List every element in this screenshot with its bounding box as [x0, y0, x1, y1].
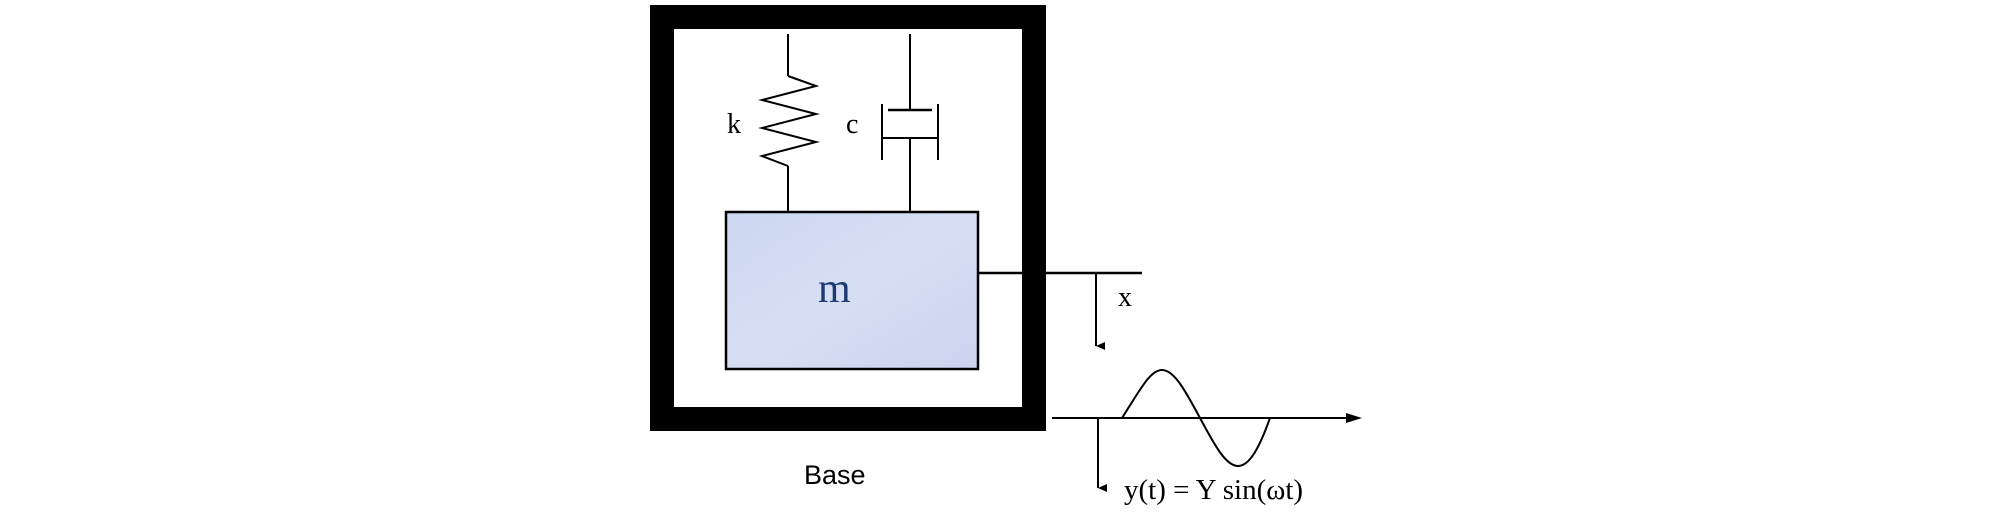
base-frame	[650, 5, 1046, 431]
displacement-label: x	[1118, 282, 1132, 313]
time-axis-arrow	[1346, 413, 1362, 423]
excitation-graph	[1052, 368, 1362, 492]
excitation-equation: y(t) = Y sin(ωt)	[1124, 474, 1303, 506]
mass-block	[724, 210, 980, 371]
base-label: Base	[804, 460, 866, 490]
displacement-indicator	[978, 271, 1142, 350]
sine-wave	[1121, 368, 1271, 468]
spring-label: k	[727, 109, 741, 140]
damper-label: c	[846, 109, 858, 140]
mass-label: m	[818, 266, 851, 312]
spring-element	[758, 34, 820, 212]
damper-element	[881, 34, 939, 212]
